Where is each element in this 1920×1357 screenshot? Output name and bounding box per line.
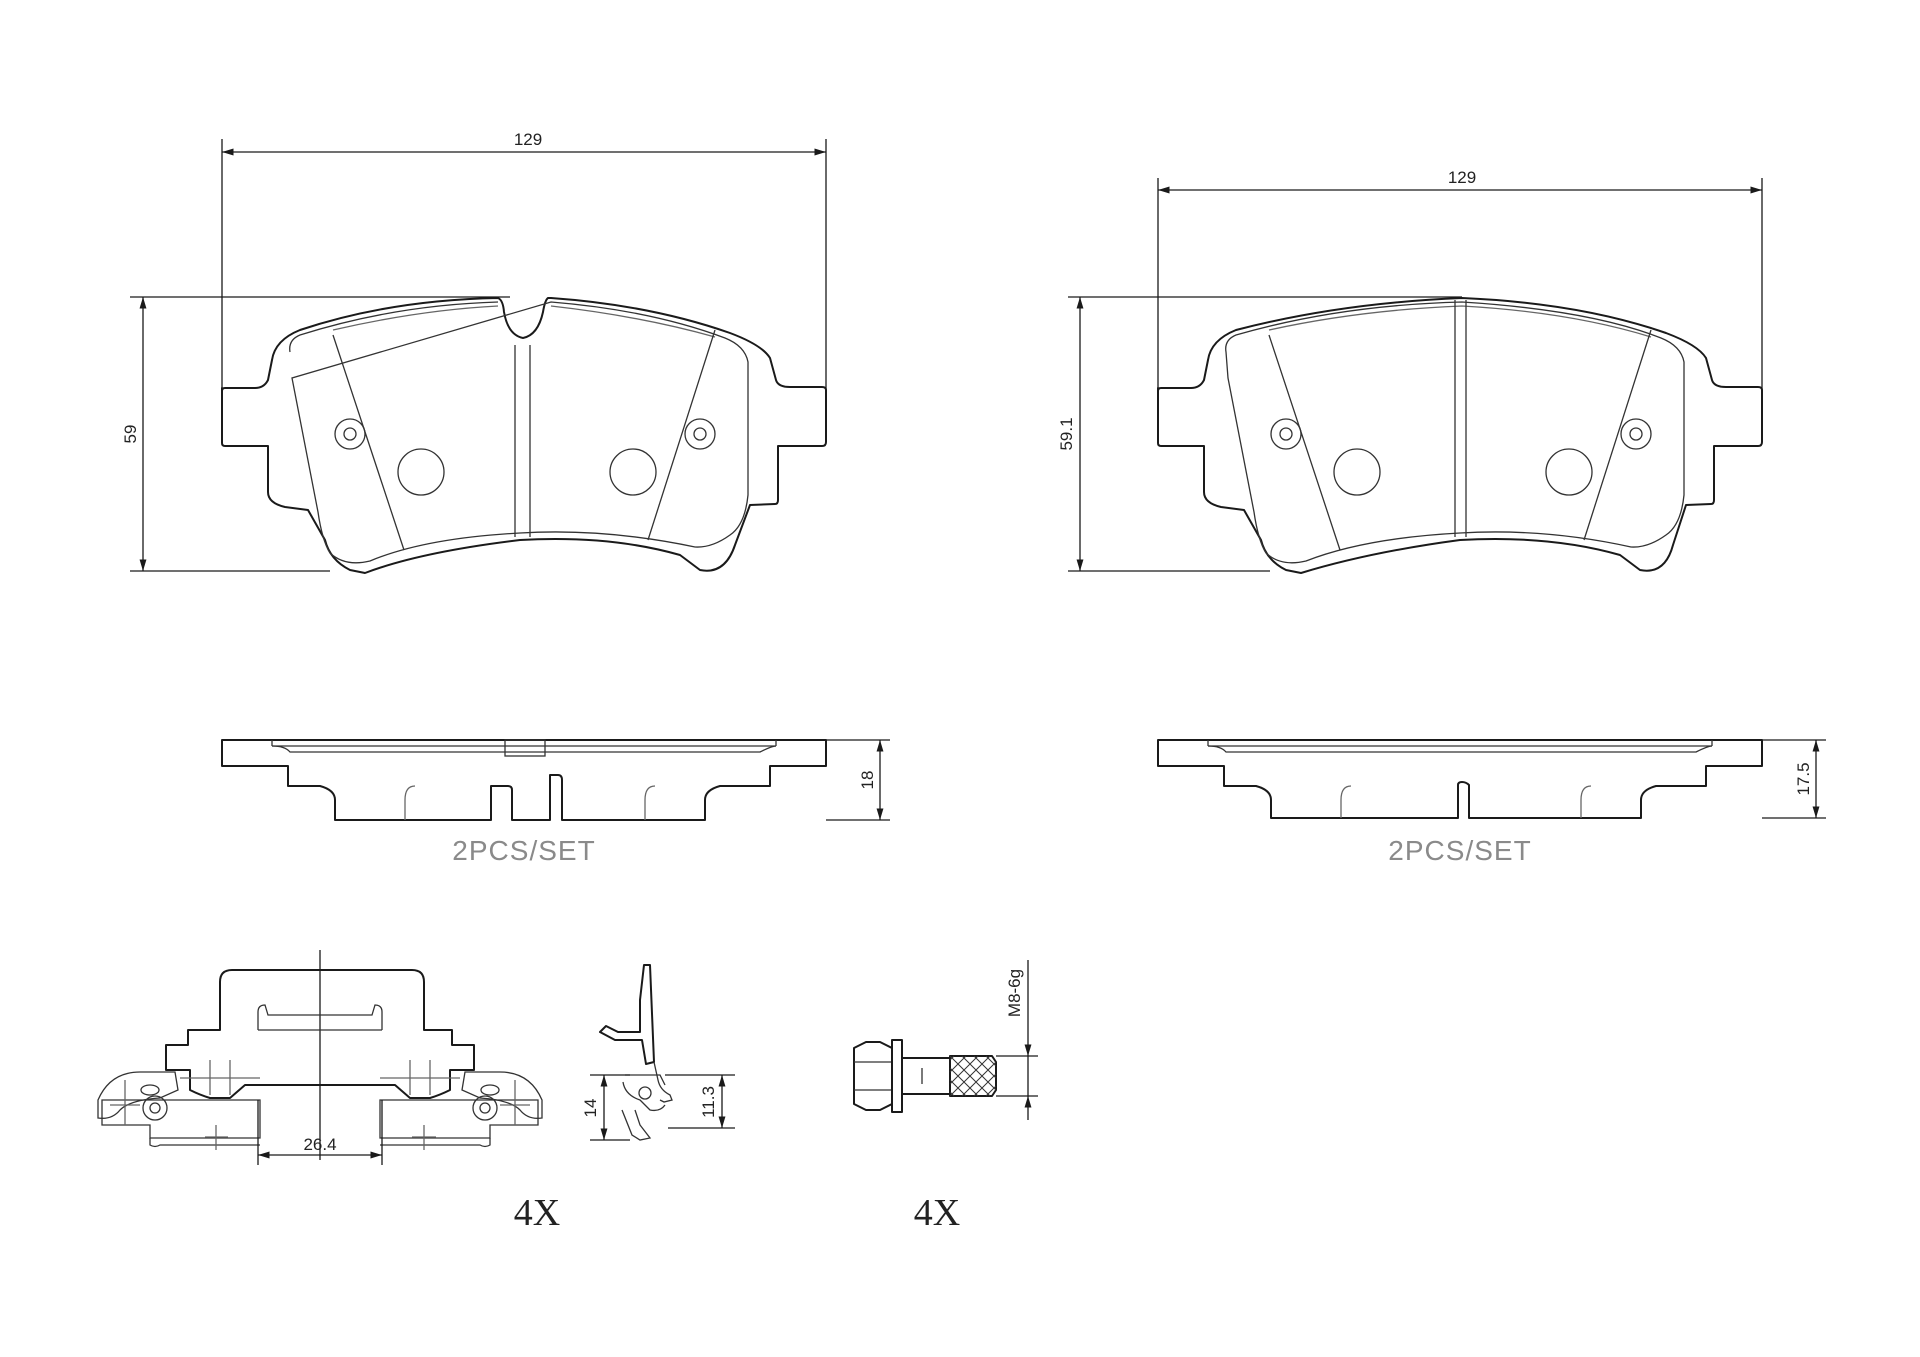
left-pad-set-label: 2PCS/SET	[452, 835, 595, 866]
right-pad-front-view: 129 59.1	[1057, 168, 1763, 574]
left-pad-thickness-label: 18	[858, 771, 877, 790]
left-pad-width-label: 129	[514, 130, 542, 149]
clip-inner-height-label: 11.3	[699, 1086, 718, 1118]
clip-quantity-label: 4X	[514, 1192, 560, 1234]
right-pad-thickness-label: 17.5	[1794, 762, 1813, 795]
clip-front-view: 26.4 4X	[97, 950, 560, 1234]
clip-side-view: 14 11.3	[581, 964, 735, 1141]
guide-bolt-view: M8-6g 4X	[853, 960, 1038, 1234]
clip-width-label: 26.4	[303, 1135, 336, 1154]
clip-height-label: 14	[581, 1099, 600, 1118]
right-pad-height-label: 59.1	[1057, 417, 1076, 450]
bolt-thread-label: M8-6g	[1005, 969, 1024, 1017]
left-pad-height-label: 59	[121, 425, 140, 444]
bolt-quantity-label: 4X	[914, 1192, 960, 1234]
right-pad-width-label: 129	[1448, 168, 1476, 187]
left-pad-front-view: 129 59	[121, 130, 827, 574]
right-pad-side-view: 17.5 2PCS/SET	[1157, 739, 1826, 866]
right-pad-set-label: 2PCS/SET	[1388, 835, 1531, 866]
left-pad-side-view: 18 2PCS/SET	[221, 739, 890, 866]
